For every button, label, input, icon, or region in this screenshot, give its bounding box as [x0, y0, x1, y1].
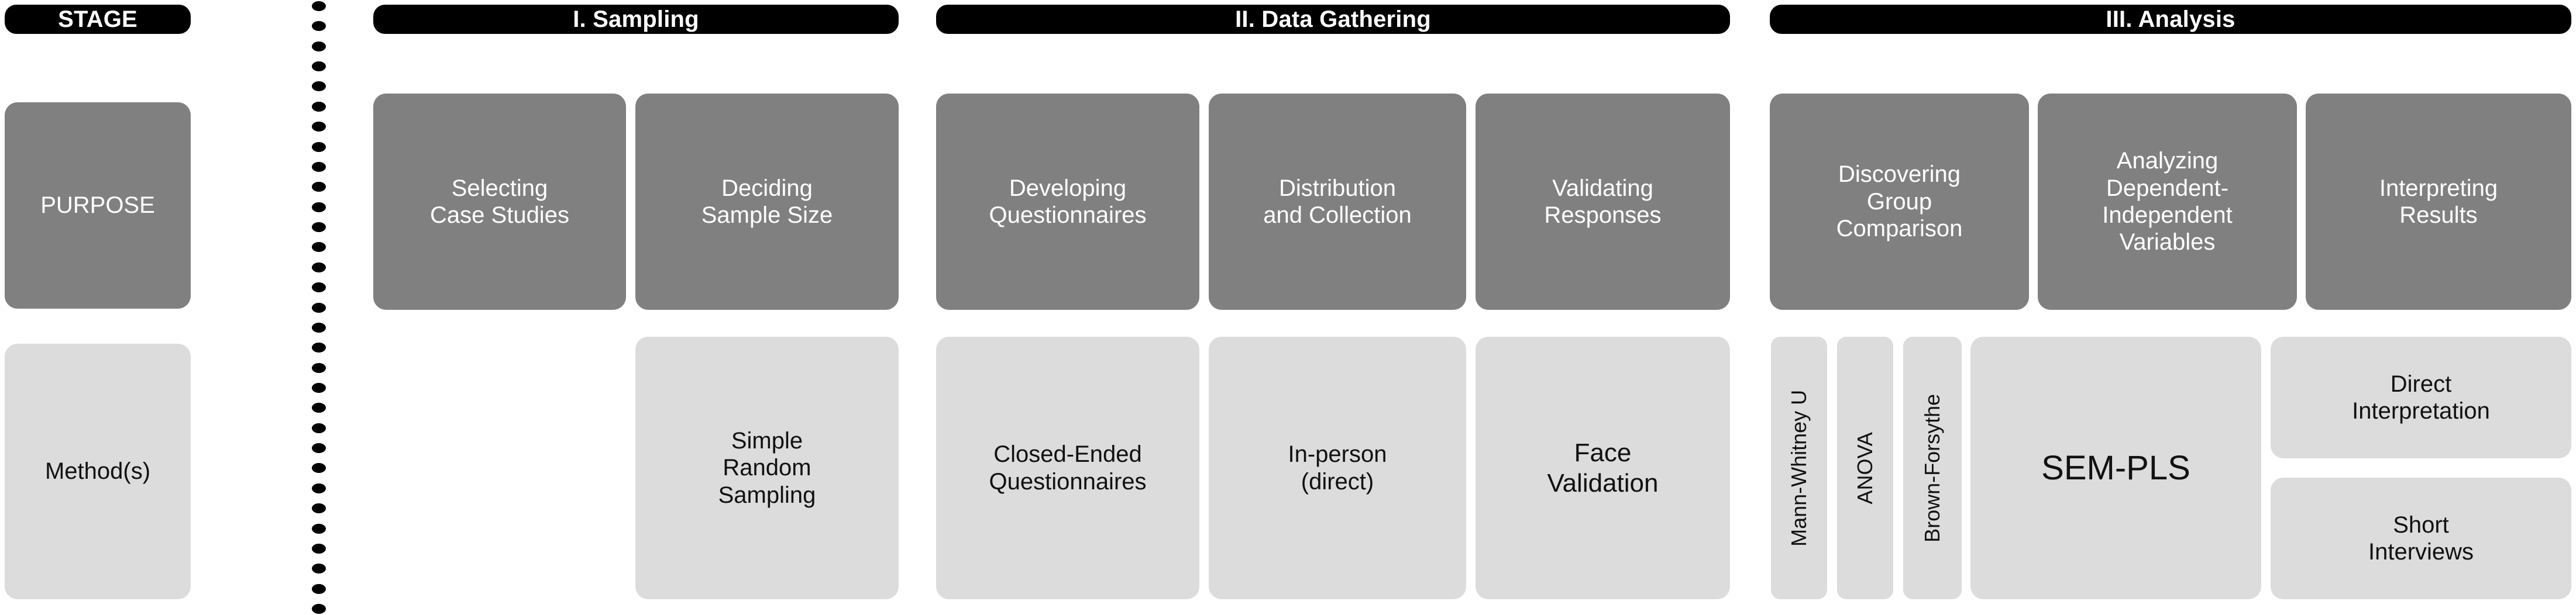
method-sem-pls-label: SEM-PLS	[2041, 448, 2190, 487]
method-short-interviews: Short Interviews	[2271, 478, 2571, 599]
method-sem-pls: SEM-PLS	[1970, 337, 2261, 599]
stage-row-header-label: STAGE	[58, 6, 137, 32]
purpose-deciding-sample-size: Deciding Sample Size	[635, 94, 899, 310]
divider-dot	[312, 222, 326, 233]
divider-dot	[312, 141, 326, 152]
purpose-distribution-and-collection-label: Distribution and Collection	[1263, 175, 1412, 228]
divider-dot	[312, 41, 326, 51]
divider-dot	[312, 81, 326, 92]
stage-header-sampling-label: I. Sampling	[573, 6, 699, 32]
method-anova: ANOVA	[1837, 337, 1893, 599]
purpose-interpreting-results-label: Interpreting Results	[2379, 175, 2498, 228]
divider-dot	[312, 161, 326, 172]
divider-dot	[312, 1, 326, 11]
stage-header-sampling: I. Sampling	[373, 5, 899, 34]
method-in-person-direct: In-person (direct)	[1209, 337, 1466, 599]
purpose-discovering-group-comparison: Discovering Group Comparison	[1770, 94, 2029, 310]
purpose-developing-questionnaires-label: Developing Questionnaires	[989, 175, 1147, 228]
purpose-distribution-and-collection: Distribution and Collection	[1209, 94, 1466, 310]
divider-dot	[312, 182, 326, 192]
divider-dot	[312, 604, 326, 614]
purpose-deciding-sample-size-label: Deciding Sample Size	[701, 175, 833, 228]
purpose-analyzing-dependent-independent-variables: Analyzing Dependent- Independent Variabl…	[2038, 94, 2297, 310]
divider-dot	[312, 423, 326, 433]
method-closed-ended-questionnaires: Closed-Ended Questionnaires	[936, 337, 1199, 599]
divider-dot	[312, 262, 326, 272]
divider-dot	[312, 101, 326, 112]
divider-dot	[312, 564, 326, 574]
divider-dot	[312, 122, 326, 132]
divider-dot	[312, 483, 326, 493]
purpose-validating-responses-label: Validating Responses	[1544, 175, 1662, 228]
divider-dot	[312, 403, 326, 413]
method-direct-interpretation: Direct Interpretation	[2271, 337, 2571, 458]
method-mann-whitney-u-label: Mann-Whitney U	[1787, 389, 1811, 547]
stage-header-data-gathering-label: II. Data Gathering	[1235, 6, 1431, 32]
method-brown-forsythe: Brown-Forsythe	[1903, 337, 1962, 599]
method-simple-random-sampling: Simple Random Sampling	[635, 337, 899, 599]
method-direct-interpretation-label: Direct Interpretation	[2352, 371, 2490, 424]
stage-header-data-gathering: II. Data Gathering	[936, 5, 1730, 34]
method-mann-whitney-u: Mann-Whitney U	[1771, 337, 1827, 599]
purpose-analyzing-dependent-independent-variables-label: Analyzing Dependent- Independent Variabl…	[2102, 148, 2233, 255]
purpose-interpreting-results: Interpreting Results	[2306, 94, 2571, 310]
divider-dot	[312, 302, 326, 313]
row-label-methods: Method(s)	[5, 344, 191, 599]
stage-header-analysis-label: III. Analysis	[2106, 6, 2235, 32]
stage-row-header: STAGE	[5, 5, 191, 34]
divider-dot	[312, 61, 326, 72]
purpose-validating-responses: Validating Responses	[1476, 94, 1730, 310]
purpose-developing-questionnaires: Developing Questionnaires	[936, 94, 1199, 310]
divider-dot	[312, 523, 326, 534]
divider-dot	[312, 343, 326, 353]
divider-dot	[312, 21, 326, 32]
method-face-validation-label: Face Validation	[1547, 438, 1659, 497]
divider-dot	[312, 443, 326, 454]
divider-dot	[312, 282, 326, 293]
divider-dot	[312, 322, 326, 333]
divider-dot	[312, 382, 326, 393]
method-closed-ended-questionnaires-label: Closed-Ended Questionnaires	[989, 441, 1147, 495]
purpose-selecting-case-studies-label: Selecting Case Studies	[430, 175, 569, 228]
divider-dot	[312, 362, 326, 373]
method-brown-forsythe-label: Brown-Forsythe	[1920, 393, 1945, 543]
method-simple-random-sampling-label: Simple Random Sampling	[718, 427, 816, 508]
method-short-interviews-label: Short Interviews	[2368, 512, 2474, 565]
divider-dot	[312, 242, 326, 253]
row-label-methods-text: Method(s)	[44, 458, 151, 485]
purpose-selecting-case-studies: Selecting Case Studies	[373, 94, 626, 310]
purpose-discovering-group-comparison-label: Discovering Group Comparison	[1836, 161, 1963, 242]
divider-dot	[312, 583, 326, 594]
divider-dot	[312, 543, 326, 554]
divider-dot	[312, 463, 326, 474]
divider-dot	[312, 503, 326, 514]
row-label-purpose-text: PURPOSE	[40, 192, 155, 219]
method-face-validation: Face Validation	[1476, 337, 1730, 599]
stage-header-analysis: III. Analysis	[1770, 5, 2571, 34]
divider-dot	[312, 202, 326, 212]
row-label-purpose: PURPOSE	[5, 102, 191, 309]
dotted-vertical-divider	[312, 1, 326, 614]
method-in-person-direct-label: In-person (direct)	[1288, 441, 1387, 495]
method-anova-label: ANOVA	[1853, 431, 1877, 505]
